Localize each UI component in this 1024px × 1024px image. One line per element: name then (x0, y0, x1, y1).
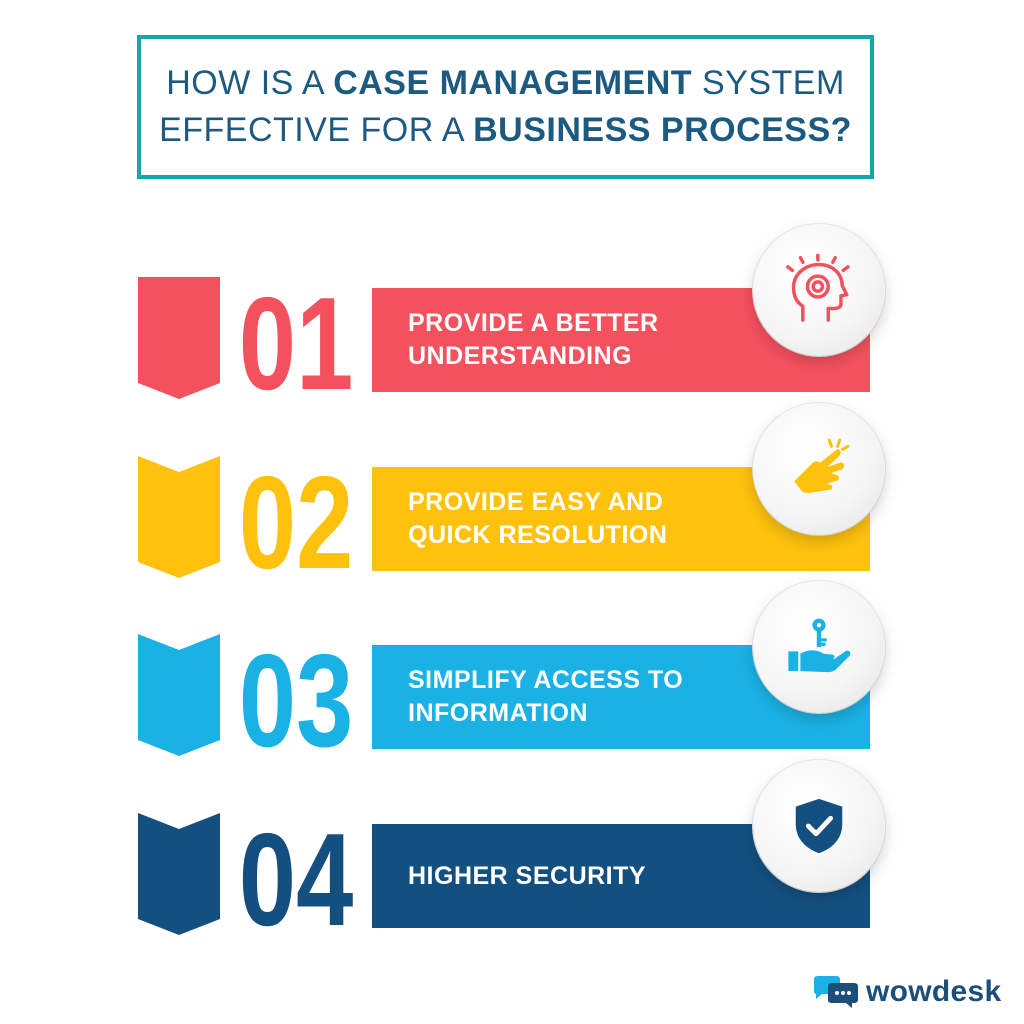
brand-name: wowdesk (866, 975, 1002, 1008)
title-text: HOW IS A (166, 64, 334, 102)
item-label: HIGHER SECURITY (408, 824, 646, 928)
title-bold-text: BUSINESS PROCESS? (473, 111, 852, 149)
title-line-2: EFFECTIVE FOR A BUSINESS PROCESS? (159, 107, 852, 154)
chevron-marker (138, 634, 220, 756)
svg-text:01: 01 (239, 279, 354, 397)
chevron-marker (138, 456, 220, 578)
item-label: PROVIDE A BETTER UNDERSTANDING (408, 288, 659, 392)
item-label-line: SIMPLIFY ACCESS TO (408, 666, 684, 694)
item-row-1: 01 PROVIDE A BETTER UNDERSTANDING (0, 224, 1024, 417)
step-number: 03 (239, 636, 354, 754)
item-label-line: INFORMATION (408, 699, 589, 727)
item-row-4: 04 HIGHER SECURITY (0, 760, 1024, 953)
item-label-line: PROVIDE A BETTER (408, 309, 659, 337)
icon-circle (753, 760, 885, 892)
item-label: PROVIDE EASY AND QUICK RESOLUTION (408, 467, 667, 571)
step-number: 04 (239, 815, 354, 933)
title-text: SYSTEM (692, 64, 845, 102)
chat-bubbles-icon (814, 976, 858, 1008)
title-line-1: HOW IS A CASE MANAGEMENT SYSTEM (166, 60, 845, 107)
svg-text:02: 02 (239, 458, 354, 576)
chevron-marker (138, 813, 220, 935)
chevron-marker (138, 277, 220, 399)
hand-key-icon (788, 618, 851, 673)
finger-snap-icon (794, 438, 850, 493)
icon-circle (753, 403, 885, 535)
title-text: EFFECTIVE FOR A (159, 111, 474, 149)
title-bold-text: CASE MANAGEMENT (333, 64, 693, 102)
step-number: 01 (239, 279, 354, 397)
title-box: HOW IS A CASE MANAGEMENT SYSTEM EFFECTIV… (137, 35, 874, 179)
icon-circle (753, 224, 885, 356)
head-idea-icon (786, 253, 850, 322)
shield-check-icon (795, 798, 843, 854)
brand-logo: wowdesk (812, 972, 1001, 1012)
item-label-line: PROVIDE EASY AND (408, 488, 664, 516)
item-label-line: UNDERSTANDING (408, 342, 633, 370)
svg-text:03: 03 (239, 636, 354, 754)
item-row-3: 03 SIMPLIFY ACCESS TO INFORMATION (0, 581, 1024, 774)
icon-circle (753, 581, 885, 713)
step-number: 02 (239, 458, 354, 576)
item-row-2: 02 PROVIDE EASY AND QUICK RESOLUTION (0, 403, 1024, 596)
item-label: SIMPLIFY ACCESS TO INFORMATION (408, 645, 683, 749)
item-label-line: HIGHER SECURITY (408, 861, 647, 890)
item-label-line: QUICK RESOLUTION (408, 521, 668, 549)
svg-text:04: 04 (239, 815, 354, 933)
